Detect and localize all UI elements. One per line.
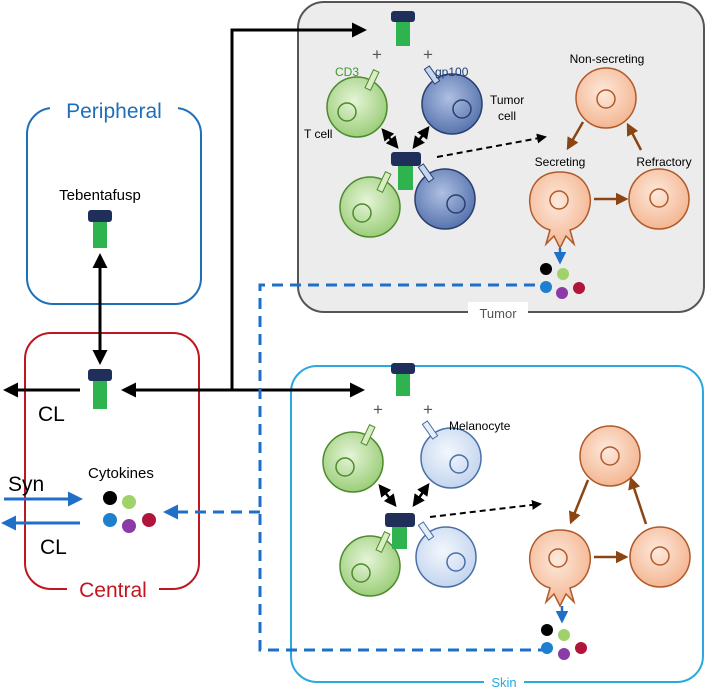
tumor-complex-to-macrophage-arrow: [436, 133, 547, 158]
skin-ref-to-nonsec-arrow: [628, 476, 648, 525]
cl-top-label: CL: [38, 403, 65, 426]
refractory-label: Refractory: [636, 155, 691, 169]
non-secreting-cell: [575, 67, 637, 129]
tumor-drug-icon: [391, 11, 415, 46]
gp100-label: gp100: [435, 65, 469, 79]
central-cytokine-cluster: [103, 491, 156, 533]
tumor-title: Tumor: [479, 306, 517, 321]
tumor-cell: [421, 65, 483, 135]
skin-complex-to-macrophage-arrow: [429, 499, 542, 518]
peripheral-title: Peripheral: [66, 100, 162, 123]
tumor-synapse-complex: [339, 152, 476, 238]
tcell-complex-arrow: [381, 128, 399, 149]
skin-compartment: [290, 365, 704, 683]
skin-title: Skin: [491, 675, 516, 690]
tumor-cell-label-line1: Tumor: [490, 93, 524, 107]
skin-t-cell: [322, 424, 384, 493]
tumor-plus-left: +: [372, 45, 382, 64]
melanocyte-label: Melanocyte: [449, 419, 511, 433]
skin-plus-left: +: [373, 400, 383, 419]
tebentafusp-label: Tebentafusp: [59, 187, 141, 204]
secreting-label: Secreting: [535, 155, 586, 169]
skin-nonsec-to-sec-arrow: [568, 479, 590, 525]
refractory-to-nonsecreting-arrow: [626, 122, 643, 151]
cd3-label: CD3: [335, 65, 359, 79]
t-cell-label: T cell: [304, 127, 332, 141]
tumor-cell-label-line2: cell: [498, 109, 516, 123]
central-to-tumor-arrow: [230, 22, 367, 390]
skin-synapse-complex: [339, 513, 477, 597]
cl-bottom-label: CL: [40, 536, 67, 559]
skin-refractory-cell: [629, 526, 691, 588]
tumor-cytokine-return-line: [258, 283, 545, 652]
non-secreting-label: Non-secreting: [570, 52, 645, 66]
tebentafusp-molecule-icon: [88, 210, 112, 248]
refractory-cell: [628, 168, 690, 230]
tumor-plus-right: +: [423, 45, 433, 64]
skin-tcell-complex-arrow: [378, 484, 397, 507]
central-molecule-icon: [88, 369, 112, 409]
skin-nonsecreting-cell: [579, 425, 641, 487]
skin-plus-right: +: [423, 400, 433, 419]
skin-cytokine-cluster: [541, 624, 587, 660]
melanocyte-cell: [420, 420, 482, 489]
syn-label: Syn: [8, 473, 44, 496]
skin-mela-complex-arrow: [412, 482, 430, 508]
skin-drug-icon: [391, 363, 415, 396]
tumor-complex-arrow: [412, 125, 430, 150]
cytokines-label: Cytokines: [88, 465, 154, 482]
skin-secreting-cell: [528, 529, 592, 608]
nonsecreting-to-secreting-arrow: [566, 121, 585, 151]
t-cell: [326, 69, 388, 138]
central-title: Central: [79, 579, 147, 602]
tumor-cytokine-cluster: [540, 263, 585, 299]
peripheral-compartment: [26, 107, 202, 305]
